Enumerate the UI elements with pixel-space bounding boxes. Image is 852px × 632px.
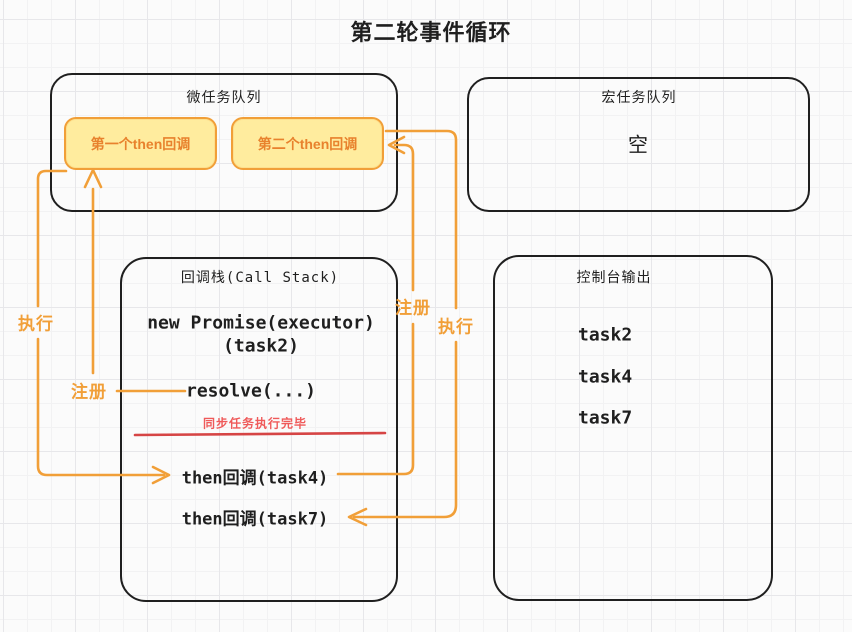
then-callback-1-label: 第一个then回调: [90, 135, 191, 152]
arrow-label-execute-right: 执行: [438, 317, 474, 337]
stack-frame-promise-line2: (task2): [223, 335, 299, 357]
macrotask-empty-value: 空: [628, 134, 650, 157]
then-callback-2-label: 第二个then回调: [257, 135, 358, 152]
macrotask-queue-label: 宏任务队列: [601, 89, 677, 105]
stack-frame-then-task4: then回调(task4): [181, 468, 329, 489]
console-output-label: 控制台输出: [576, 269, 652, 285]
macrotask-queue-box: [467, 77, 810, 212]
console-line-task2: task2: [578, 324, 633, 346]
stack-frame-resolve: resolve(...): [185, 380, 317, 402]
console-line-task7: task7: [578, 407, 633, 429]
then-callback-2-node: 第二个then回调: [231, 117, 384, 170]
stack-frame-then-task7: then回调(task7): [181, 509, 329, 530]
console-output-box: [493, 255, 773, 601]
arrow-label-register-left: 注册: [71, 382, 107, 402]
call-stack-label: 回调栈(Call Stack): [180, 270, 340, 286]
arrow-label-register-right: 注册: [395, 298, 431, 318]
stack-frame-promise-line1: new Promise(executor): [147, 312, 375, 334]
arrow-label-execute-left: 执行: [18, 314, 54, 334]
sync-done-note: 同步任务执行完毕: [202, 416, 308, 431]
then-callback-1-node: 第一个then回调: [64, 117, 217, 170]
diagram-title: 第二轮事件循环: [350, 20, 512, 45]
console-line-task4: task4: [578, 366, 633, 388]
microtask-queue-label: 微任务队列: [186, 89, 262, 105]
